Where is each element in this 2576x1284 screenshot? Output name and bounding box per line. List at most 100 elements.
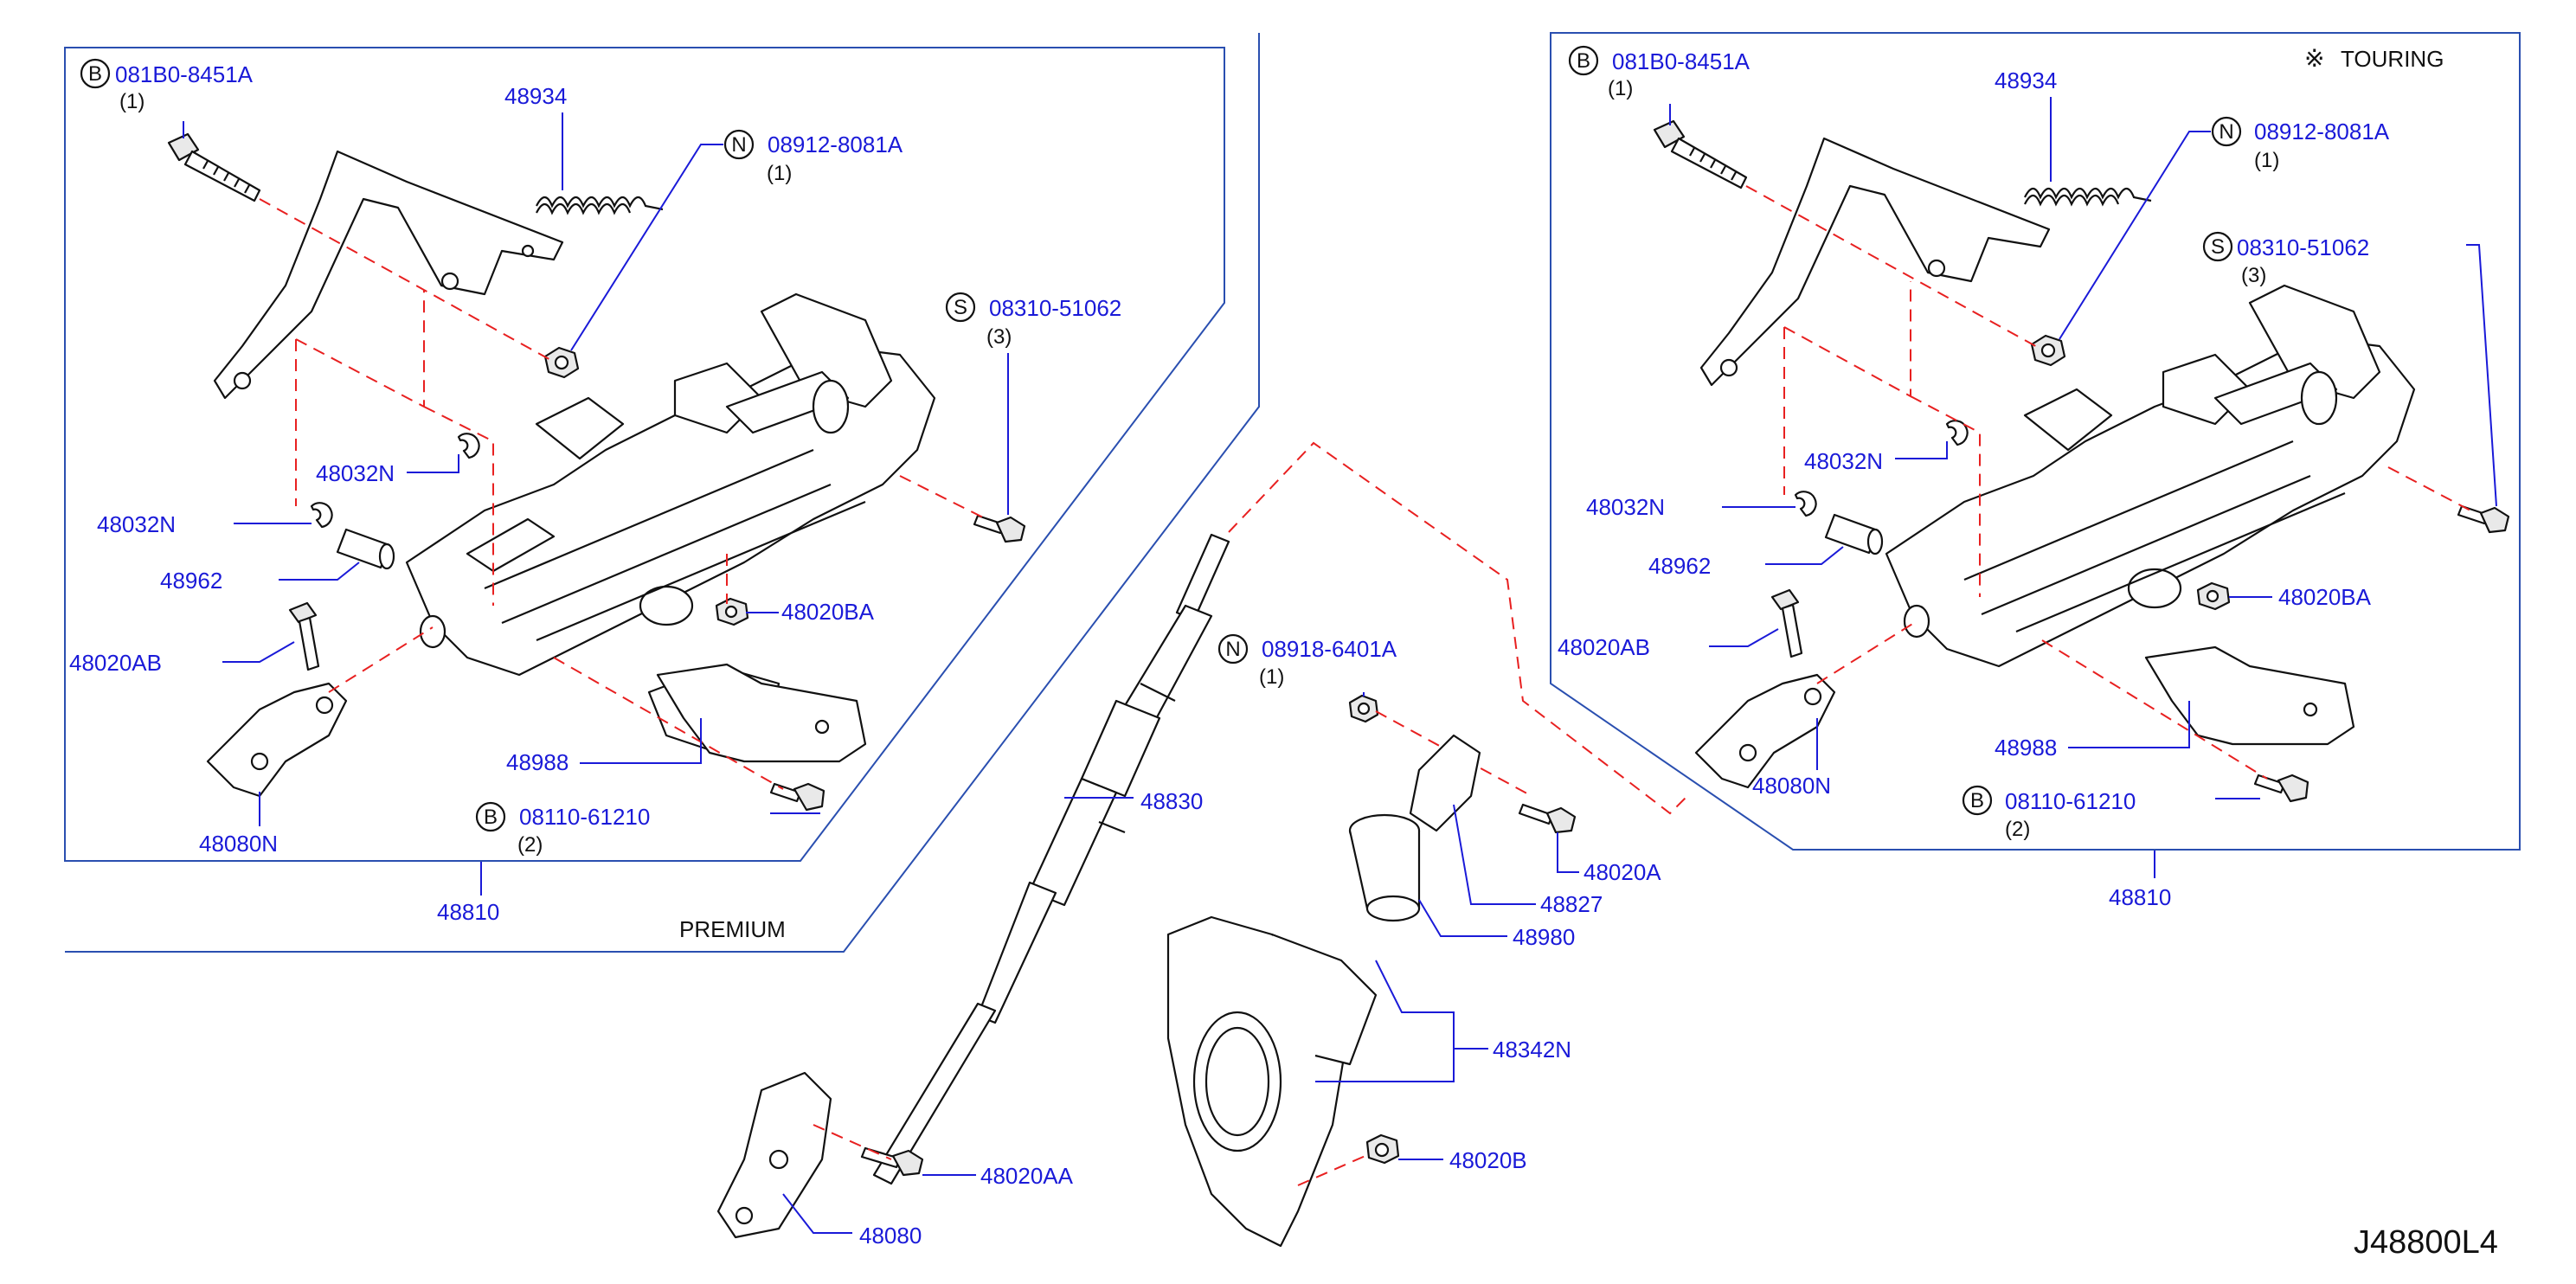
premium-outer-line	[65, 33, 1260, 953]
touring-nut-n-qty: (1)	[2254, 149, 2279, 172]
touring-screw-s-code: 08310-51062	[2237, 234, 2369, 260]
seal-drawing	[1348, 813, 1421, 922]
premium-bolt-b-callout: B 081B0-8451A (1)	[80, 58, 254, 138]
premium-bracket-label: 48988	[506, 749, 569, 775]
premium-screw-s-callout: S 08310-51062 (3)	[945, 292, 1121, 515]
touring-screw-s-symbol: S	[2211, 235, 2225, 259]
touring-joint-label: 48080N	[1752, 773, 1831, 799]
bolt-aa-drawing	[860, 1146, 924, 1177]
bolt-a-label: 48020A	[1584, 859, 1661, 885]
premium-joint-label: 48080N	[199, 831, 278, 857]
nut-n-center-drawing	[1348, 694, 1379, 723]
shaft-label: 48830	[1140, 788, 1203, 814]
touring-nut-n-drawing	[2030, 334, 2066, 367]
touring-spacer-drawing	[1824, 513, 1884, 555]
premium-clip-upper-label: 48032N	[316, 460, 395, 486]
touring-screw-s-callout: S 08310-51062 (3)	[2202, 231, 2497, 507]
touring-nut-n-symbol: N	[2219, 120, 2233, 144]
touring-bolt-ab-drawing	[1770, 588, 1803, 658]
premium-caption: PREMIUM	[679, 916, 786, 942]
premium-clip-upper-drawing	[457, 433, 480, 459]
premium-dash-box	[295, 290, 494, 606]
premium-nut-n-qty: (1)	[767, 162, 792, 185]
premium-spring-label: 48934	[504, 83, 567, 109]
touring-column-drawing	[1885, 284, 2416, 668]
touring-dash-bracket	[2041, 639, 2268, 780]
diagram-id: J48800L4	[2354, 1224, 2498, 1261]
touring-joint-drawing	[1694, 673, 1836, 789]
dash-cover-nut	[1297, 1154, 1368, 1186]
cover-label: 48342N	[1493, 1037, 1571, 1063]
premium-bolt-b-qty: (1)	[119, 90, 145, 113]
bolt-a-drawing	[1518, 803, 1577, 834]
premium-bolt-b-code: 081B0-8451A	[115, 61, 254, 87]
premium-dash-bolt-nut	[259, 198, 555, 363]
premium-nut-n-drawing	[543, 346, 580, 379]
touring-bolt-b-code: 081B0-8451A	[1612, 48, 1751, 74]
premium-nut-n-symbol: N	[731, 133, 746, 157]
touring-caption-mark: ※	[2304, 45, 2324, 72]
lower-joint-label: 48080	[859, 1223, 922, 1249]
touring-bolt-ab-label: 48020AB	[1558, 634, 1650, 660]
premium-dash-screw	[899, 475, 987, 520]
touring-caption-text: TOURING	[2341, 46, 2444, 72]
touring-bolt-b-symbol: B	[1577, 49, 1590, 73]
touring-bolt-b2-code: 08110-61210	[2005, 788, 2136, 814]
touring-dash-joint	[1816, 620, 1918, 684]
premium-dash-joint	[328, 626, 434, 693]
touring-dash-bolt-nut	[1745, 185, 2040, 349]
touring-bolt-b2-qty: (2)	[2005, 818, 2030, 841]
premium-spacer-drawing	[336, 528, 395, 570]
shaft-drawing	[872, 533, 1230, 1185]
touring-nut-n-callout: N 08912-8081A (1)	[2059, 116, 2390, 340]
premium-bolt-b-symbol	[80, 58, 111, 89]
touring-frame	[1550, 32, 2521, 851]
premium-bracket-48988-drawing	[656, 663, 867, 763]
touring-spring-label: 48934	[1995, 67, 2057, 93]
touring-spacer-label: 48962	[1648, 553, 1711, 579]
premium-nut-n-code: 08912-8081A	[768, 132, 903, 157]
touring-nut-n-code: 08912-8081A	[2254, 119, 2390, 144]
premium-bolt-ab-drawing	[288, 601, 320, 671]
premium-spring-drawing	[536, 196, 664, 215]
touring-bolt-b-qty: (1)	[1608, 77, 1633, 100]
premium-screw-s-code: 08310-51062	[989, 295, 1121, 321]
touring-bolt-b2-callout: B 08110-61210 (2)	[1962, 785, 2260, 841]
premium-bracket-drawing	[213, 150, 564, 400]
touring-screw-s-drawing	[2457, 504, 2510, 534]
premium-nut-ba-drawing	[715, 597, 749, 626]
touring-bracket-48988-drawing	[2144, 645, 2355, 746]
touring-bolt-b2-symbol: B	[1970, 789, 1984, 812]
touring-bracket-label: 48988	[1995, 735, 2057, 761]
nut-b-drawing	[1365, 1133, 1400, 1165]
premium-nut-n-callout: N 08912-8081A (1)	[570, 129, 903, 351]
cover-drawing	[1166, 915, 1378, 1248]
lower-joint-drawing	[716, 1071, 832, 1239]
touring-assembly-label: 48810	[2109, 884, 2171, 910]
dash-lower-joint	[813, 1124, 892, 1160]
touring-clip-lower-label: 48032N	[1586, 494, 1665, 520]
touring-dash-screw	[2387, 466, 2471, 511]
touring-nut-ba-drawing	[2196, 581, 2231, 611]
nut-n-center-code: 08918-6401A	[1262, 636, 1397, 662]
seal-label: 48980	[1513, 924, 1575, 950]
touring-bolt-b-drawing	[1653, 119, 1748, 189]
clamp-drawing	[1409, 734, 1481, 832]
touring-bracket-drawing	[1699, 137, 2051, 387]
premium-bolt-b2-symbol: B	[484, 806, 498, 829]
touring-screw-s-qty: (3)	[2241, 264, 2266, 287]
touring-clip-upper-label: 48032N	[1804, 448, 1883, 474]
touring-clip-upper-drawing	[1945, 420, 1969, 446]
touring-clip-lower-drawing	[1794, 491, 1817, 517]
premium-dash-bracket	[553, 657, 784, 790]
premium-screw-s-drawing	[973, 514, 1026, 543]
touring-nut-ba-label: 48020BA	[2278, 584, 2372, 610]
premium-bolt-ab-label: 48020AB	[69, 650, 162, 676]
premium-bolt-b-drawing	[167, 132, 261, 202]
premium-nut-ba-label: 48020BA	[781, 599, 875, 625]
premium-spacer-label: 48962	[160, 568, 222, 594]
premium-bolt-b-symbol-text: B	[88, 62, 102, 86]
premium-joint-drawing	[206, 682, 348, 798]
premium-frame	[64, 47, 1225, 862]
